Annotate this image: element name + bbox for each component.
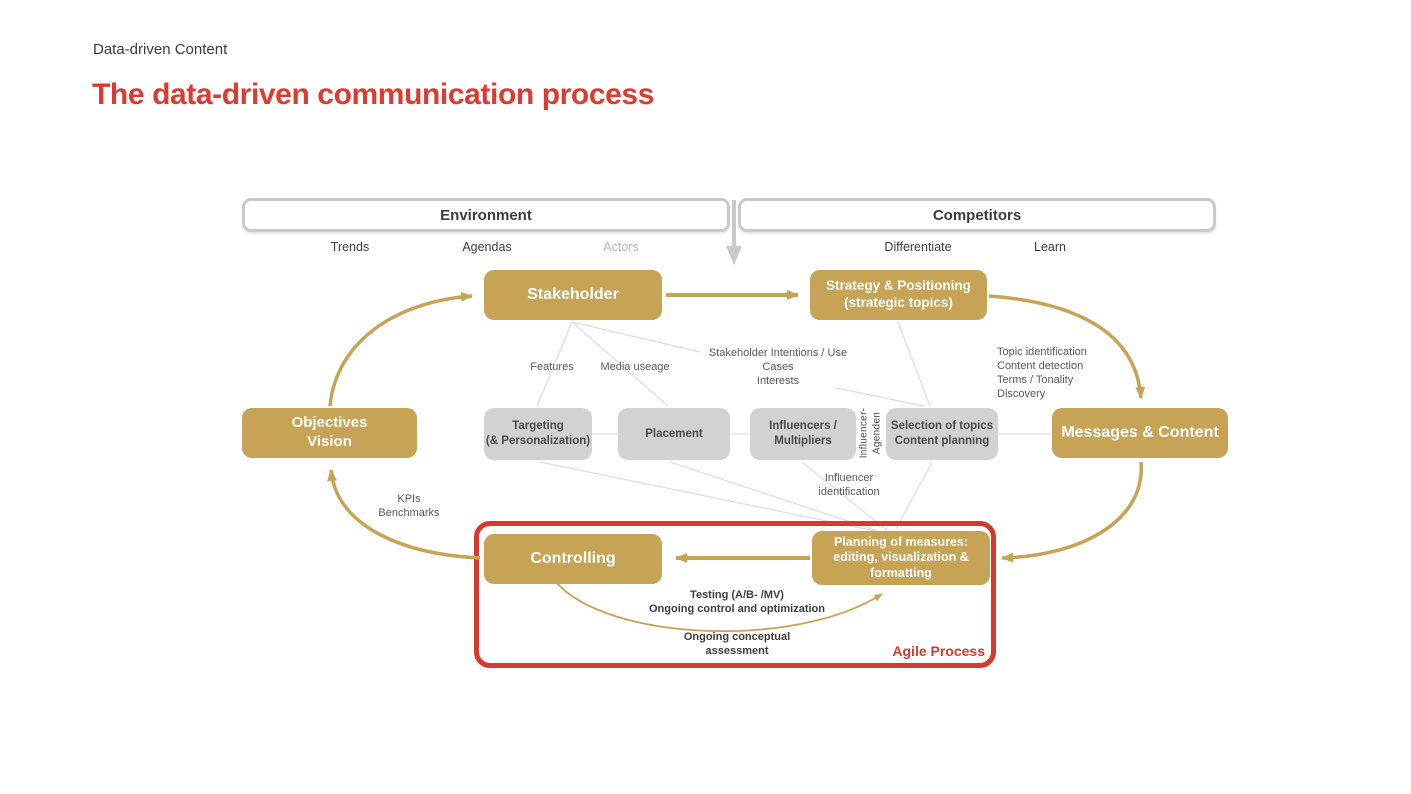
slide-eyebrow: Data-driven Content — [93, 41, 228, 58]
environment-box: Environment — [242, 198, 730, 232]
tag-trends: Trends — [330, 240, 370, 254]
label-stakeholder-intentions: Stakeholder Intentions / Use Cases Inter… — [708, 347, 848, 388]
label-agile-process: Agile Process — [892, 643, 985, 659]
label-media-useage: Media useage — [600, 361, 670, 373]
tag-actors: Actors — [603, 240, 639, 254]
line-stakeholder-intentions — [571, 321, 701, 353]
arrow-objectives-to-stakeholder — [328, 291, 473, 407]
node-messages-content: Messages & Content — [1052, 408, 1228, 458]
subnode-targeting: Targeting (& Personalization) — [484, 408, 592, 460]
node-objectives-vision: Objectives Vision — [242, 408, 417, 458]
arrow-messages-to-planning — [1001, 461, 1143, 563]
line-strategy-selection — [897, 321, 931, 407]
tag-agendas: Agendas — [462, 240, 512, 254]
line-selection-planning — [895, 461, 933, 530]
node-strategy-positioning: Strategy & Positioning (strategic topics… — [810, 270, 987, 320]
page-title: The data-driven communication process — [92, 78, 654, 111]
tag-differentiate: Differentiate — [884, 240, 952, 254]
label-features: Features — [530, 361, 574, 373]
tag-learn: Learn — [1034, 240, 1066, 254]
environment-label: Environment — [440, 206, 532, 224]
competitors-label: Competitors — [932, 206, 1022, 224]
label-testing-optimization: Testing (A/B- /MV) Ongoing control and o… — [649, 589, 825, 616]
node-planning-of-measures: Planning of measures: editing, visualiza… — [812, 531, 990, 585]
label-ongoing-assessment: Ongoing conceptual assessment — [683, 631, 791, 658]
subnode-placement: Placement — [618, 408, 730, 460]
subnode-influencers-multipliers: Influencers / Multipliers — [750, 408, 856, 460]
agile-process-frame — [474, 521, 996, 668]
label-influencer-agenden: Influencer- Agenden — [858, 407, 883, 459]
label-influencer-identification: Influencer identification — [818, 472, 880, 499]
label-topic-identification: Topic identification Content detection T… — [997, 346, 1087, 401]
node-stakeholder: Stakeholder — [484, 270, 662, 320]
label-kpis-benchmarks: KPIs Benchmarks — [378, 493, 440, 520]
subnode-selection-of-topics: Selection of topics Content planning — [886, 408, 998, 460]
node-controlling: Controlling — [484, 534, 662, 584]
competitors-box: Competitors — [738, 198, 1216, 232]
